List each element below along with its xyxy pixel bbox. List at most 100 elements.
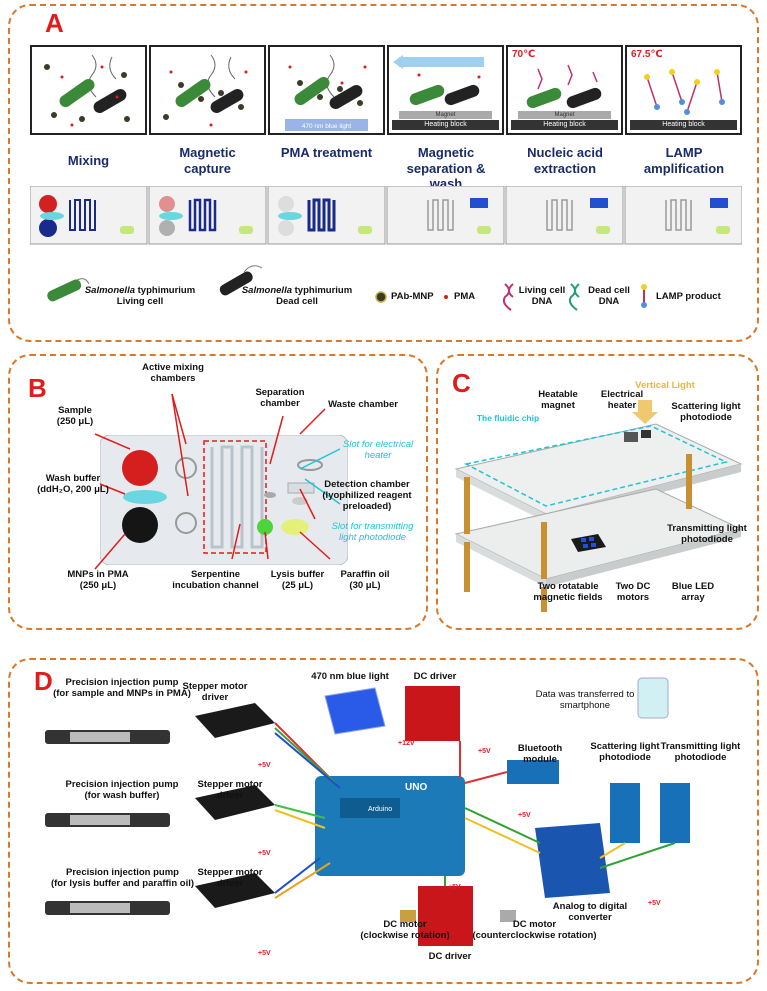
label-dc-motors-c: Two DC motors [615, 581, 651, 603]
legend-living-cell: Salmonella typhimurium Living cell [84, 285, 196, 308]
label-slot-photodiode: Slot for transmitting light photodiode [331, 521, 414, 543]
blue-light-label: 470 nm blue light [301, 123, 352, 130]
label-separation: Separation chamber [255, 387, 305, 409]
label-adc: Analog to digital converter [552, 901, 628, 923]
temp-67-5: 67.5℃ [631, 49, 663, 60]
label-arduino: Arduino [368, 806, 393, 813]
label-mnps: MNPs in PMA(250 μL) [67, 569, 129, 591]
label-stepper-1: Stepper motor driver [182, 681, 248, 703]
label-5v-g: +5V [448, 884, 461, 891]
label-5v-f: +5V [648, 900, 661, 907]
label-slot-heater: Slot for electrical heater [342, 439, 414, 461]
mixing-illustration [44, 54, 130, 127]
legend-dead-cell: Salmonella typhimurium Dead cell [241, 285, 353, 308]
heating-block-bar: Heating block [392, 120, 499, 130]
label-active-mixing: Active mixing chambers [142, 362, 204, 384]
step-lamp-amplification: LAMP amplification [643, 145, 725, 176]
capture-illustration [163, 54, 248, 127]
label-stepper-2: Stepper motor driver [197, 779, 263, 801]
temp-70: 70℃ [512, 49, 536, 60]
legend-pma: PMA [454, 291, 476, 302]
panel-c-label: C [452, 368, 471, 398]
step-magnetic-separation: Magnetic separation & wash [406, 145, 486, 192]
label-12v: +12V [398, 740, 415, 747]
label-vertical-light: Vertical Light [635, 380, 695, 391]
pma-icon [444, 295, 448, 299]
step-magnetic-capture: Magnetic capture [179, 145, 236, 176]
label-sample: Sample(250 μL) [56, 405, 94, 427]
panel-a [8, 4, 759, 342]
label-rotatable: Two rotatable magnetic fields [533, 581, 603, 603]
label-bluetooth: Bluetooth module [517, 743, 563, 765]
separation-illustration [393, 55, 484, 106]
panel-c [436, 354, 759, 630]
panel-a-label: A [45, 8, 64, 38]
panel-d [8, 658, 759, 984]
legend-living-dna: Living cell DNA [518, 285, 566, 308]
magnet-bar: Magnet [399, 111, 492, 119]
panel-b-arrows [94, 393, 341, 570]
label-5v-e: +5V [518, 812, 531, 819]
magnet-bar-2: Magnet [518, 111, 611, 119]
mixing-image [30, 45, 147, 135]
fluidic-chip-photo [100, 435, 348, 565]
step-mixing: Mixing [67, 153, 110, 168]
label-electrical-heater: Electrical heater [600, 389, 644, 411]
label-paraffin: Paraffin oil(30 μL) [340, 569, 390, 591]
legend-living-cell-icon [47, 278, 90, 302]
label-wash-buffer: Wash buffer(ddH₂O, 200 μL) [37, 473, 109, 495]
step-pma-treatment: PMA treatment [280, 145, 373, 160]
living-dna-icon [502, 283, 514, 311]
step-nucleic-acid-extraction: Nucleic acid extraction [527, 145, 603, 176]
label-5v-d: +5V [478, 748, 491, 755]
panel-b [8, 354, 428, 630]
label-dc-driver-bottom: DC driver [428, 951, 472, 962]
label-pump-1: Precision injection pump(for sample and … [53, 677, 191, 699]
lamp-amplification-image: 67.5℃ Heating block [625, 45, 742, 135]
legend-lamp-product: LAMP product [656, 291, 721, 302]
dead-dna-icon [568, 283, 580, 311]
label-uno: UNO [405, 782, 428, 793]
panel-d-label: D [34, 666, 53, 696]
label-scattering-d: Scattering light photodiode [590, 741, 660, 763]
legend-dead-dna: Dead cell DNA [588, 285, 630, 308]
chip-diagram-row [30, 186, 742, 245]
pma-treatment-image: 470 nm blue light [268, 45, 385, 135]
label-serpentine: Serpentine incubation channel [172, 569, 259, 591]
label-blue-light-d: 470 nm blue light [311, 671, 389, 682]
label-5v-c: +5V [258, 950, 271, 957]
circuit-wiring [45, 677, 690, 946]
label-transmitting-d: Transmitting light photodiode [660, 741, 741, 763]
label-dc-driver-top: DC driver [413, 671, 457, 682]
label-waste: Waste chamber [328, 399, 398, 410]
label-pump-3: Precision injection pump(for lysis buffe… [50, 867, 195, 889]
extraction-illustration [526, 64, 602, 109]
lamp-illustration [644, 69, 725, 115]
magnetic-capture-image [149, 45, 266, 135]
label-stepper-3: Stepper motor driver [197, 867, 263, 889]
pma-illustration [285, 54, 368, 131]
legend-mnp: PAb-MNP [391, 291, 434, 302]
nucleic-acid-extraction-image: 70℃ Magnet Heating block [506, 45, 623, 135]
lamp-product-icon [641, 284, 647, 308]
label-detection: Detection chamber(lyophilized reagent pr… [322, 479, 412, 512]
label-data-tx: Data was transferred to smartphone [535, 689, 635, 711]
panel-b-label: B [28, 373, 47, 403]
heating-block-bar-3: Heating block [630, 120, 737, 130]
label-5v-b: +5V [258, 850, 271, 857]
label-5v-a: +5V [258, 762, 271, 769]
mnp-icon [375, 291, 387, 303]
label-scattering-c: Scattering light photodiode [671, 401, 741, 423]
label-lysis: Lysis buffer(25 μL) [270, 569, 325, 591]
label-dc-ccw: DC motor(counterclockwise rotation) [472, 919, 597, 941]
label-blue-led: Blue LED array [671, 581, 715, 603]
label-fluidic-chip: The fluidic chip [476, 413, 540, 423]
device-3d-illustration [454, 400, 743, 612]
legend-dead-cell-icon [219, 265, 263, 296]
label-transmitting-c: Transmitting light photodiode [667, 523, 747, 545]
label-dc-cw: DC motor(clockwise rotation) [360, 919, 450, 941]
heating-block-bar-2: Heating block [511, 120, 618, 130]
label-heatable-magnet: Heatable magnet [538, 389, 578, 411]
magnetic-separation-image: Magnet Heating block [387, 45, 504, 135]
label-pump-2: Precision injection pump(for wash buffer… [65, 779, 179, 801]
